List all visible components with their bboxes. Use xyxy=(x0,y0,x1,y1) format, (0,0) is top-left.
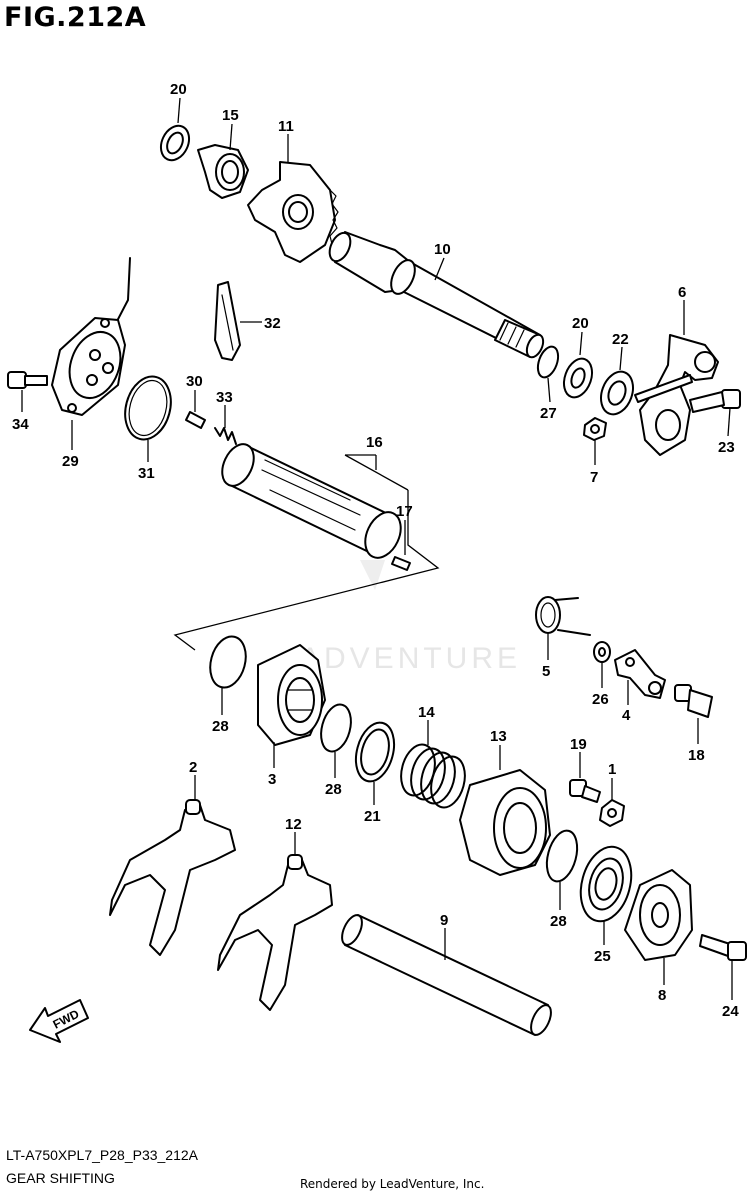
part-11-shift-arm xyxy=(247,161,339,263)
part-17-pin xyxy=(391,556,411,571)
part-9-fork-shaft xyxy=(341,914,552,1036)
callout-7: 7 xyxy=(590,469,598,486)
leader-lines xyxy=(21,97,733,1000)
part-19-bolt xyxy=(569,779,601,803)
callout-2: 2 xyxy=(189,759,197,776)
callout-13: 13 xyxy=(490,728,507,745)
part-18-bolt xyxy=(674,684,713,718)
callout-1: 1 xyxy=(608,761,616,778)
callout-16: 16 xyxy=(366,434,383,451)
part-30-pin xyxy=(185,411,206,429)
part-23-bolt xyxy=(689,389,741,413)
part-25-bearing xyxy=(579,845,633,923)
callout-22: 22 xyxy=(612,331,629,348)
part-26-washer xyxy=(593,641,611,663)
callout-6: 6 xyxy=(678,284,686,301)
callout-31: 31 xyxy=(138,465,155,482)
part-3-sleeve xyxy=(257,644,326,746)
callout-11: 11 xyxy=(278,118,294,135)
part-28-circlip-b xyxy=(320,703,352,753)
part-34-bolt xyxy=(7,371,48,389)
callout-15: 15 xyxy=(222,107,239,124)
part-15-retainer xyxy=(197,144,249,199)
callout-20: 20 xyxy=(170,81,187,98)
part-31-o-ring xyxy=(124,375,172,441)
callout-24: 24 xyxy=(722,1003,739,1020)
callout-3: 3 xyxy=(268,771,276,788)
watermark: ADVENTURE xyxy=(300,560,521,675)
callout-18: 18 xyxy=(688,747,705,764)
callout-10: 10 xyxy=(434,241,451,258)
part-29-cover xyxy=(51,257,131,416)
part-12-shift-fork xyxy=(217,854,333,1011)
rendered-by-credit: Rendered by LeadVenture, Inc. xyxy=(300,1177,485,1191)
part-8-cam-gear xyxy=(624,869,693,961)
callout-9: 9 xyxy=(440,912,448,929)
part-22-bearing xyxy=(600,370,634,416)
callout-25: 25 xyxy=(594,948,611,965)
callout-28: 28 xyxy=(325,781,342,798)
part-14-spring xyxy=(400,743,466,809)
part-20-washer xyxy=(562,357,594,399)
figure-code: LT-A750XPL7_P28_P33_212A xyxy=(6,1147,199,1163)
parts-diagram: ADVENTURE xyxy=(7,81,747,1043)
part-7-nut xyxy=(583,417,607,441)
callout-4: 4 xyxy=(622,707,631,724)
part-5-spring xyxy=(535,596,591,636)
forward-arrow-icon: FWD xyxy=(29,999,89,1043)
callout-29: 29 xyxy=(62,453,79,470)
callout-8: 8 xyxy=(658,987,666,1004)
callout-32: 32 xyxy=(264,315,281,332)
part-10-shift-shaft xyxy=(328,231,545,359)
callout-14: 14 xyxy=(418,704,435,721)
callout-19: 19 xyxy=(570,736,587,753)
callout-17: 17 xyxy=(396,503,413,520)
callout-30: 30 xyxy=(186,373,203,390)
part-27-circlip xyxy=(536,345,560,379)
callout-33: 33 xyxy=(216,389,233,406)
callout-21: 21 xyxy=(364,808,381,825)
part-2-shift-fork xyxy=(109,799,236,956)
part-28-circlip-a xyxy=(209,635,247,689)
part-16-shift-drum xyxy=(221,443,402,559)
part-1-nut xyxy=(599,799,625,827)
watermark-text: ADVENTURE xyxy=(300,642,521,675)
figure-name: GEAR SHIFTING xyxy=(6,1170,115,1186)
part-32-clip xyxy=(214,281,241,361)
callout-34: 34 xyxy=(12,416,29,433)
part-4-stopper xyxy=(614,649,666,699)
part-21-washer xyxy=(354,721,396,783)
part-13-shift-cam xyxy=(459,769,551,876)
assembly-boundary xyxy=(173,454,440,651)
callout-20: 20 xyxy=(572,315,589,332)
callout-26: 26 xyxy=(592,691,609,708)
callout-5: 5 xyxy=(542,663,550,680)
callout-27: 27 xyxy=(540,405,557,422)
callout-28: 28 xyxy=(550,913,567,930)
part-24-bolt xyxy=(699,934,747,961)
part-28-circlip-c xyxy=(545,829,579,883)
figure-title: FIG.212A xyxy=(4,2,147,33)
callout-12: 12 xyxy=(285,816,302,833)
callout-23: 23 xyxy=(718,439,735,456)
part-20-washer-top xyxy=(159,124,191,162)
callout-labels: 20 15 11 10 32 6 20 22 34 29 31 30 33 27… xyxy=(12,81,739,1020)
callout-28: 28 xyxy=(212,718,229,735)
part-6-cam-lever xyxy=(634,334,719,456)
part-33-spring xyxy=(214,427,237,445)
